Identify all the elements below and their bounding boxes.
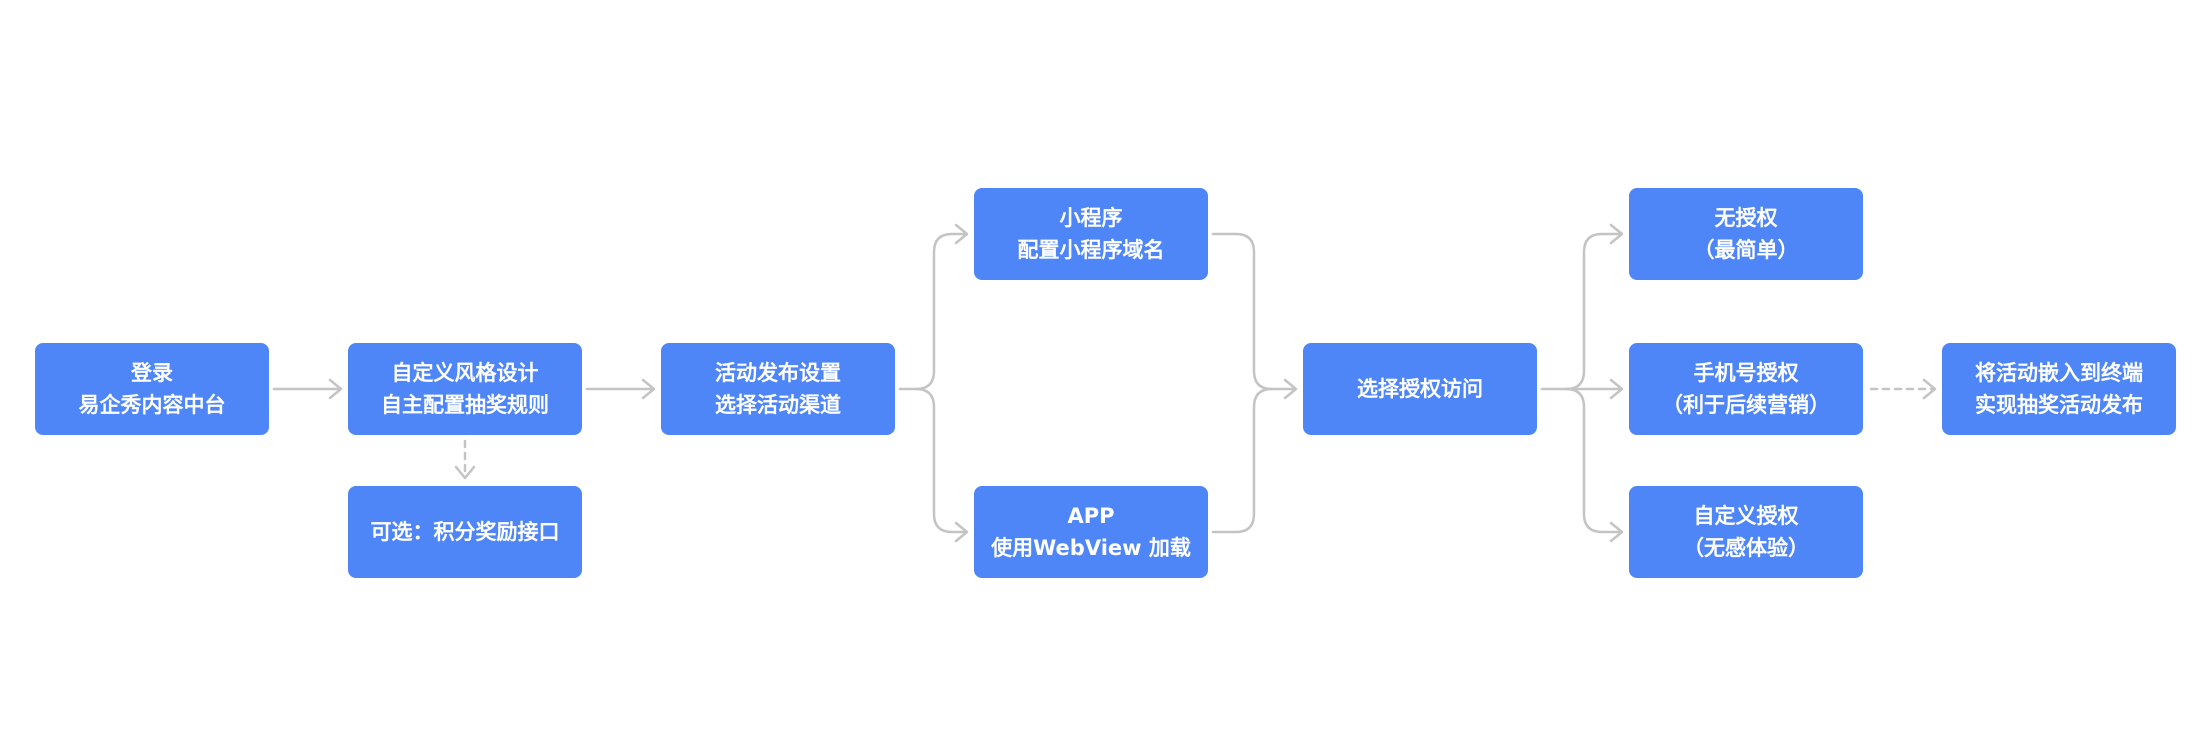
node-custom-design-line2: 自主配置抽奖规则	[381, 393, 549, 417]
node-no-auth: 无授权 （最简单）	[1629, 188, 1863, 280]
connector-mini-to-auth	[1211, 232, 1297, 391]
node-app-line2: 使用WebView 加载	[991, 536, 1191, 560]
node-app: APP 使用WebView 加载	[974, 486, 1208, 578]
connector-app-to-auth	[1211, 387, 1274, 534]
node-mini-program-line2: 配置小程序域名	[1017, 238, 1165, 262]
node-publish-settings-line1: 活动发布设置	[715, 361, 841, 385]
node-no-auth-line1: 无授权	[1714, 206, 1778, 230]
node-mini-program-line1: 小程序	[1059, 206, 1123, 230]
connector-auth-to-cauth	[1564, 387, 1623, 534]
arrowhead-merge-to-auth	[1283, 378, 1298, 400]
node-login-line2: 易企秀内容中台	[78, 393, 226, 417]
node-phone-auth-line1: 手机号授权	[1693, 361, 1799, 385]
node-login: 登录 易企秀内容中台	[35, 343, 269, 435]
connector-publish-to-app	[914, 387, 968, 534]
arrowhead-custom-to-publish	[641, 378, 656, 400]
node-no-auth-line2: （最简单）	[1693, 238, 1799, 262]
node-publish-settings-line2: 选择活动渠道	[715, 393, 841, 417]
node-custom-design: 自定义风格设计 自主配置抽奖规则	[348, 343, 582, 435]
node-custom-auth-line2: （无感体验）	[1683, 536, 1809, 560]
node-publish-settings: 活动发布设置 选择活动渠道	[661, 343, 895, 435]
arrowhead-auth-to-noauth	[1609, 223, 1624, 245]
node-embed: 将活动嵌入到终端 实现抽奖活动发布	[1942, 343, 2176, 435]
node-custom-design-line1: 自定义风格设计	[391, 361, 539, 385]
node-embed-line1: 将活动嵌入到终端	[1975, 361, 2143, 385]
node-login-line1: 登录	[131, 361, 173, 385]
node-choose-auth: 选择授权访问	[1303, 343, 1537, 435]
node-mini-program: 小程序 配置小程序域名	[974, 188, 1208, 280]
node-custom-auth-line1: 自定义授权	[1693, 504, 1799, 528]
arrowhead-phone-to-embed	[1922, 378, 1937, 400]
node-choose-auth-line1: 选择授权访问	[1357, 377, 1483, 401]
node-custom-auth: 自定义授权 （无感体验）	[1629, 486, 1863, 578]
node-app-line1: APP	[1067, 504, 1115, 528]
connector-publish-split	[898, 232, 968, 391]
node-embed-line2: 实现抽奖活动发布	[1975, 393, 2143, 417]
arrowhead-custom-to-points	[454, 465, 476, 480]
connector-auth-to-noauth	[1564, 232, 1623, 391]
arrowhead-auth-to-cauth	[1609, 521, 1624, 543]
node-points-api: 可选：积分奖励接口	[348, 486, 582, 578]
arrowhead-publish-to-mini	[954, 223, 969, 245]
node-phone-auth-line2: （利于后续营销）	[1662, 393, 1830, 417]
arrowhead-login-to-custom	[328, 378, 343, 400]
node-phone-auth: 手机号授权 （利于后续营销）	[1629, 343, 1863, 435]
node-points-api-line1: 可选：积分奖励接口	[370, 520, 560, 544]
arrowhead-auth-to-phone	[1609, 378, 1624, 400]
arrowhead-publish-to-app	[954, 521, 969, 543]
